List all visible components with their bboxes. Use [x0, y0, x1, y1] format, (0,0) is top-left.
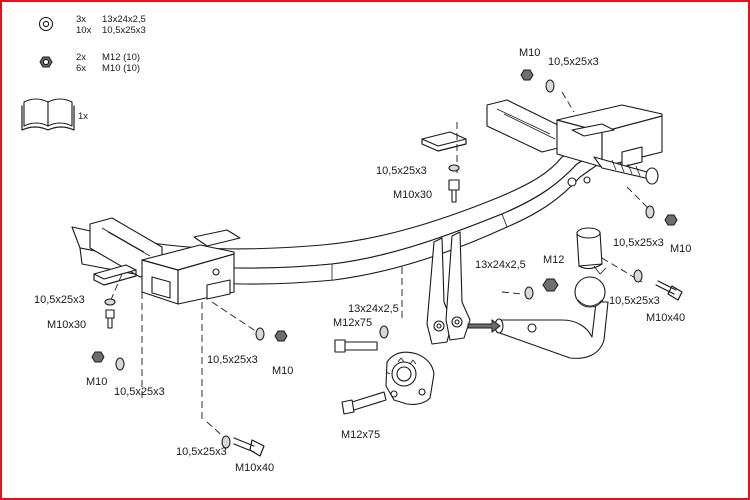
- label-right-mid-washer: 10,5x25x3: [613, 237, 664, 249]
- label-left-low-washer: 10,5x25x3: [114, 386, 165, 398]
- nut-ball: [542, 278, 559, 292]
- washer-left-low: [115, 357, 125, 371]
- label-right-top-washer: 10,5x25x3: [548, 56, 599, 68]
- legend-washer: 3x 13x24x2,5 10x 10,5x25x3: [38, 14, 146, 36]
- label-mid-washer: 10,5x25x3: [207, 354, 258, 366]
- label-center-washer: 10,5x25x3: [376, 165, 427, 177]
- legend-nut: 2x M12 (10) 6x M10 (10): [39, 52, 140, 74]
- label-bottom-bolt: M12x75: [341, 429, 380, 441]
- label-mid-nut: M10: [272, 365, 293, 377]
- left-mounting-bracket: [89, 217, 241, 305]
- hardware: [91, 69, 683, 457]
- coupling-plates: [426, 231, 471, 345]
- label-bottom-bolt-2: M10x40: [235, 462, 274, 474]
- legend-washer-qty1: 3x: [76, 14, 86, 25]
- bolt-center: [448, 179, 460, 203]
- bolt-right-low: [655, 280, 683, 301]
- washer-icon: [38, 16, 54, 32]
- manual-book-icon: [21, 98, 75, 131]
- washer-bottom: [221, 435, 231, 449]
- label-right-top-nut: M10: [519, 47, 540, 59]
- washer-pin: [379, 325, 389, 339]
- bolt-left: [105, 309, 115, 329]
- bolt-pin: [334, 339, 378, 353]
- label-center-bolt: M10x30: [393, 189, 432, 201]
- bolt-bottom-2: [233, 437, 265, 457]
- tow-ball-neck: [467, 227, 609, 359]
- label-right-low-bolt: M10x40: [646, 312, 685, 324]
- legend-nut-qty2: 6x: [76, 63, 86, 74]
- legend-washer-size1: 13x24x2,5: [102, 14, 146, 25]
- washer-right-low: [633, 269, 643, 283]
- nut-icon: [39, 56, 53, 68]
- washer-right-mid: [645, 205, 655, 219]
- nut-mid: [274, 330, 288, 342]
- legend-manual: 1x: [21, 98, 88, 131]
- legend-nut-size2: M10 (10): [102, 63, 140, 74]
- label-bottom-washer: 10,5x25x3: [176, 446, 227, 458]
- label-left-low-nut: M10: [86, 376, 107, 388]
- nut-top-right: [520, 69, 534, 81]
- label-ball-nut: M12: [543, 254, 564, 266]
- washer-mid: [255, 327, 265, 341]
- label-right-low-washer: 10,5x25x3: [609, 295, 660, 307]
- socket-bracket: [385, 351, 435, 405]
- washer-left: [104, 298, 116, 306]
- label-ball-washer: 13x24x2,5: [475, 259, 526, 271]
- label-left-washer: 10,5x25x3: [34, 294, 85, 306]
- washer-center: [448, 164, 460, 172]
- washer-ball: [524, 286, 534, 300]
- label-left-bolt: M10x30: [47, 319, 86, 331]
- label-pin-bolt: M12x75: [333, 317, 372, 329]
- bolt-bottom: [341, 391, 387, 415]
- legend-nut-qty1: 2x: [76, 52, 86, 63]
- legend-washer-qty2: 10x: [76, 25, 92, 36]
- center-plate: [421, 131, 467, 152]
- washer-top-right: [545, 79, 555, 93]
- label-right-mid-nut: M10: [670, 243, 691, 255]
- legend-washer-size2: 10,5x25x3: [102, 25, 146, 36]
- right-mounting-bracket: [486, 99, 663, 187]
- part-labels: M10 10,5x25x3 10,5x25x3 M10x30 10,5x25x3…: [34, 47, 691, 474]
- legend-nut-size1: M12 (10): [102, 52, 140, 63]
- legend-manual-qty: 1x: [78, 111, 88, 122]
- nut-right-mid: [664, 214, 678, 226]
- label-pin-washer: 13x24x2,5: [348, 303, 399, 315]
- nut-left-low: [91, 351, 105, 363]
